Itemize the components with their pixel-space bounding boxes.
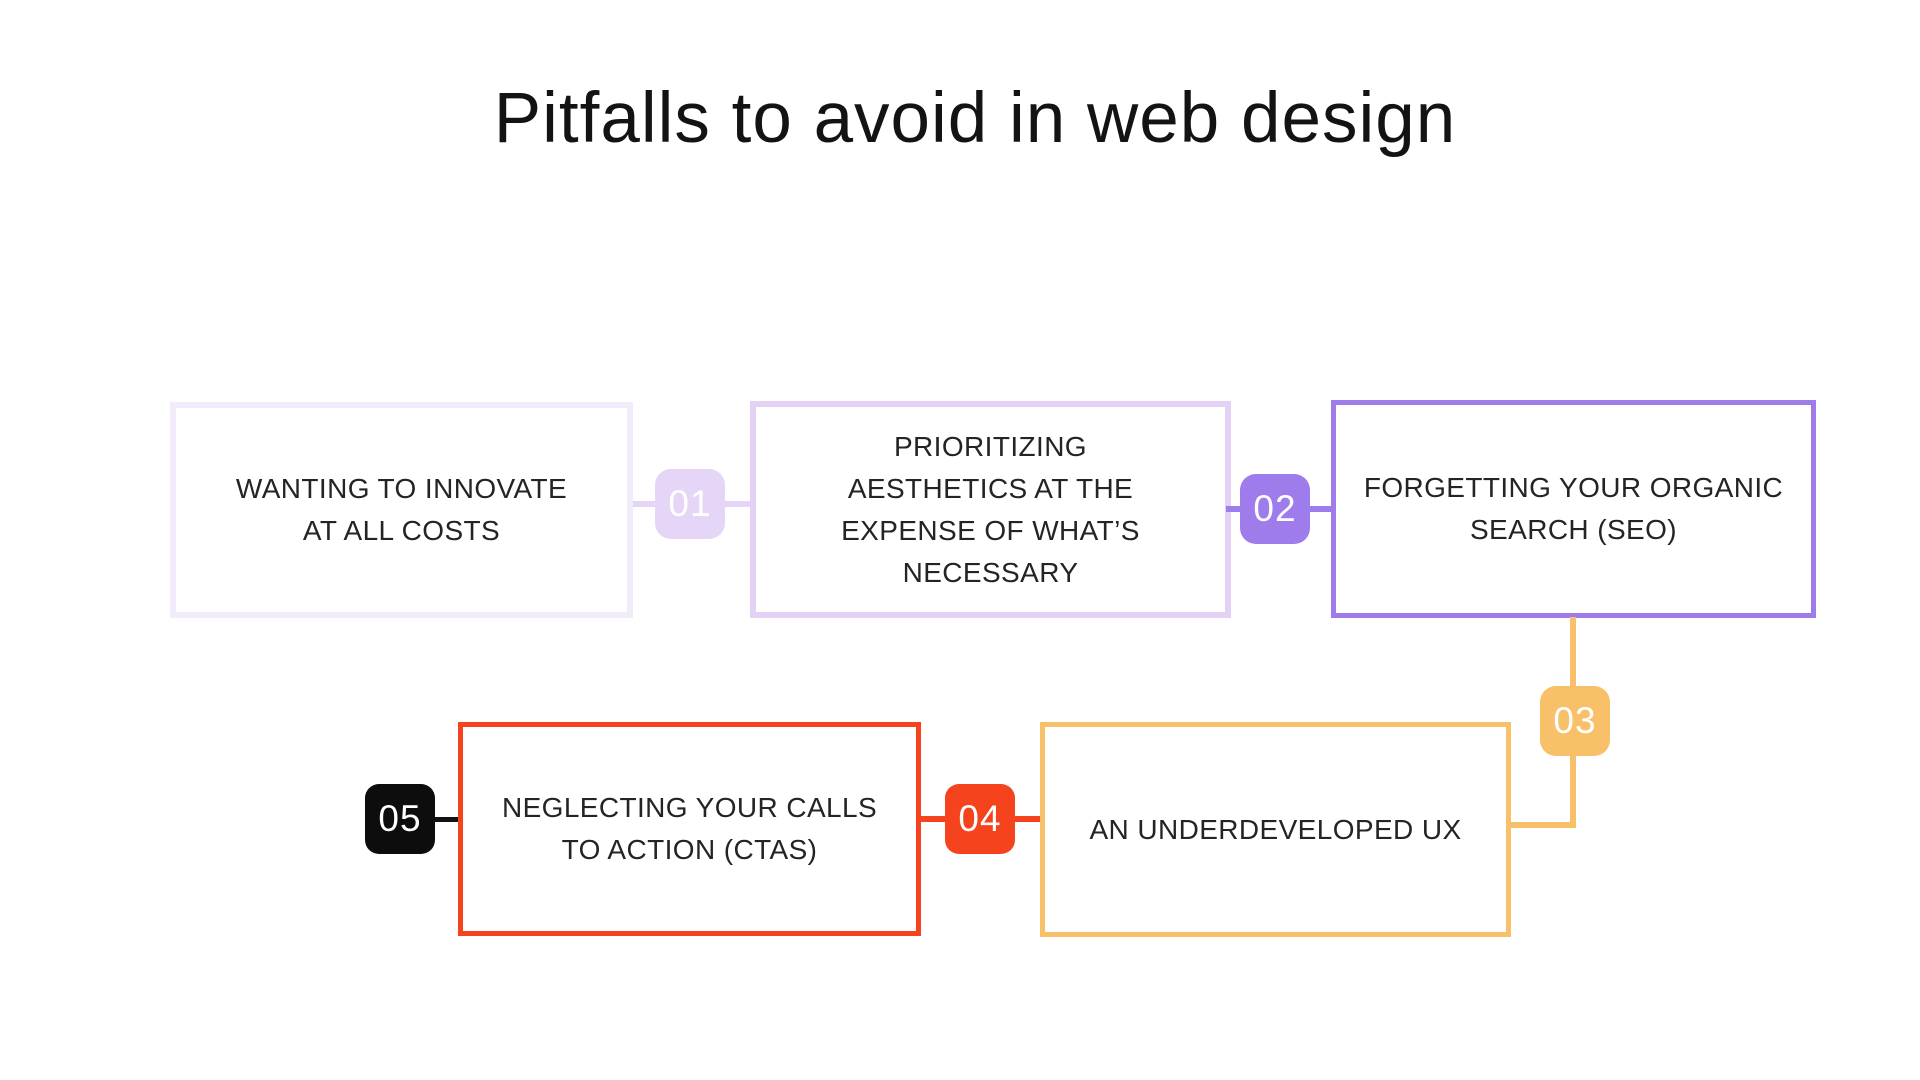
connector-badge01-box2 [725,501,750,507]
step-1-label: WANTING TO INNOVATE AT ALL COSTS [235,473,568,546]
connector-box1-badge01 [633,501,655,507]
connector-badge04-box4 [1015,816,1040,822]
step-badge-02: 02 [1240,474,1310,544]
step-4-label: AN UNDERDEVELOPED UX [1089,813,1462,845]
step-badge-01-number: 01 [668,483,712,524]
page-title: Pitfalls to avoid in web design [493,79,1457,158]
step-3-label: FORGETTING YOUR ORGANIC SEARCH (SEO) [1363,472,1784,545]
connector-box5-badge04 [919,816,945,822]
step-box-4: AN UNDERDEVELOPED UX [1040,722,1511,937]
step-box-1: WANTING TO INNOVATE AT ALL COSTS [170,402,633,618]
step-badge-05: 05 [365,784,435,854]
step-box-5: NEGLECTING YOUR CALLS TO ACTION (CTAS) [458,722,921,936]
step-5-label: NEGLECTING YOUR CALLS TO ACTION (CTAS) [501,792,878,865]
step-badge-04: 04 [945,784,1015,854]
step-badge-05-number: 05 [378,798,422,839]
connector-badge03-elbow [1570,756,1576,828]
connector-box3-badge03 [1570,617,1576,686]
connector-badge02-box3 [1310,506,1331,512]
step-badge-04-number: 04 [958,798,1002,839]
step-box-3: FORGETTING YOUR ORGANIC SEARCH (SEO) [1331,400,1816,618]
connector-badge05-box5 [435,817,458,822]
step-badge-01: 01 [655,469,725,539]
step-2-label: PRIORITIZING AESTHETICS AT THE EXPENSE O… [841,430,1140,588]
connector-elbow-box4 [1509,822,1576,828]
connector-box2-badge02 [1226,506,1240,512]
step-box-2: PRIORITIZING AESTHETICS AT THE EXPENSE O… [750,401,1231,618]
step-badge-03: 03 [1540,686,1610,756]
step-badge-02-number: 02 [1253,488,1297,529]
step-badge-03-number: 03 [1553,700,1597,741]
